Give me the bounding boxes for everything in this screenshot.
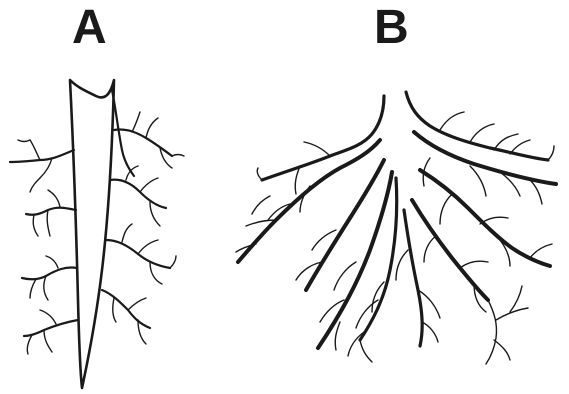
fibrous-right-branches: [396, 112, 554, 364]
taproot-right-laterals: [102, 90, 184, 344]
taproot-system: [10, 80, 184, 388]
fibrous-left-branches: [236, 142, 384, 362]
fibrous-root-system: [236, 92, 556, 364]
taproot-left-laterals: [10, 140, 78, 354]
taproot-main: [70, 80, 114, 388]
